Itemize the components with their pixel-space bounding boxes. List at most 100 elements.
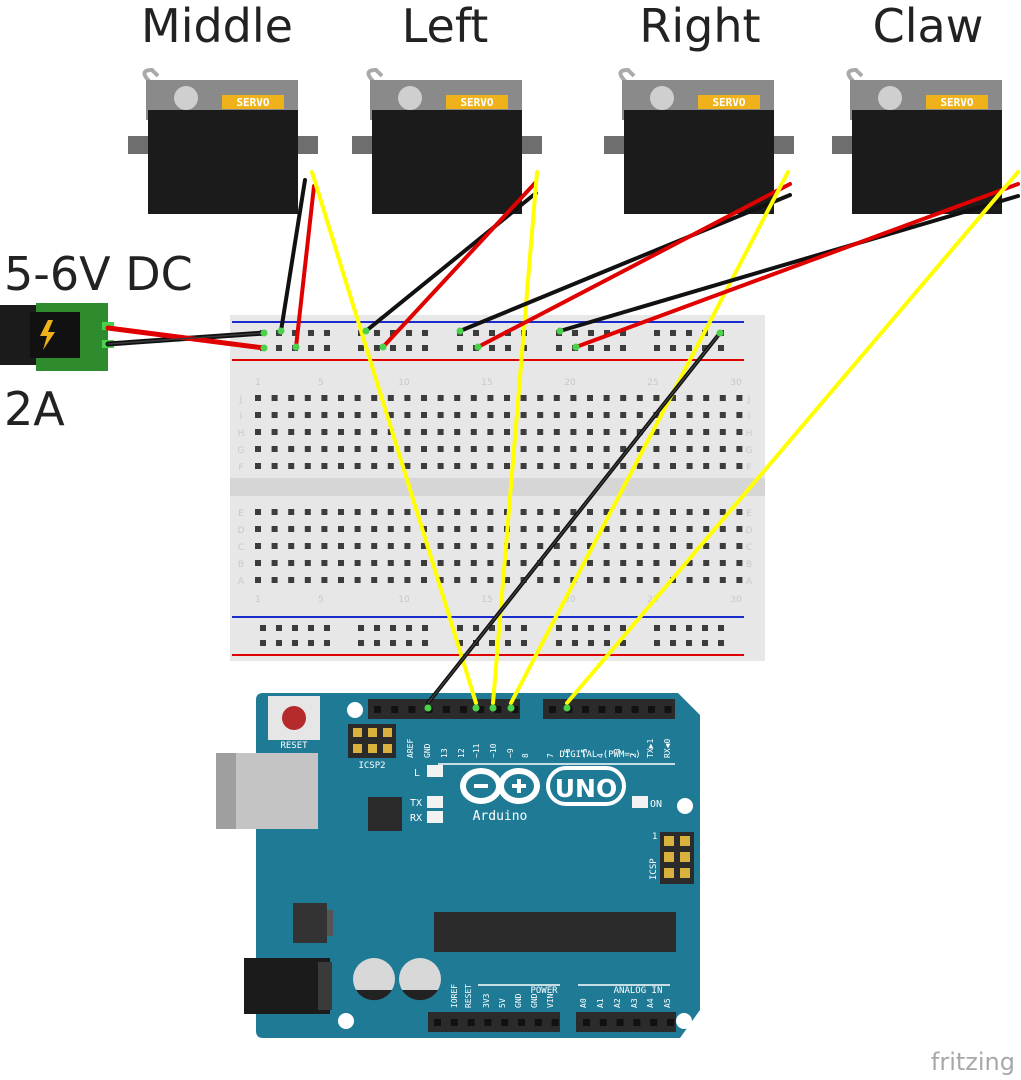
breadboard-hole [487, 526, 494, 532]
breadboard-hole [719, 446, 726, 452]
breadboard-hole [537, 543, 544, 549]
breadboard-hole [603, 543, 610, 549]
breadboard-hole [537, 463, 544, 469]
breadboard-hole [636, 509, 643, 515]
breadboard-hole [603, 429, 610, 435]
breadboard-hole [588, 330, 594, 336]
breadboard-hole [470, 577, 477, 583]
breadboard-hole [387, 395, 394, 401]
breadboard-hole [487, 577, 494, 583]
breadboard-hole [587, 509, 593, 515]
breadboard-hole [553, 560, 560, 566]
breadboard-hole [603, 395, 610, 401]
svg-text:IOREF: IOREF [450, 984, 459, 1008]
breadboard-hole [736, 412, 743, 418]
header-pin [460, 706, 467, 713]
breadboard-hole [288, 577, 295, 583]
breadboard-hole [421, 560, 427, 566]
breadboard-hole [255, 446, 261, 452]
breadboard-hole [271, 526, 278, 532]
breadboard-hole [292, 625, 298, 631]
breadboard-hole [304, 429, 311, 435]
breadboard-hole [470, 395, 477, 401]
breadboard-hole [255, 395, 261, 401]
breadboard-hole [390, 345, 396, 351]
board-model: UNO [555, 774, 617, 803]
breadboard-hole [321, 395, 328, 401]
breadboard-hole [520, 429, 527, 435]
breadboard-hole [308, 640, 314, 646]
breadboard-hole [324, 345, 330, 351]
svg-text:2: 2 [629, 753, 638, 758]
svg-text:7: 7 [546, 753, 555, 758]
breadboard-hole [487, 463, 494, 469]
breadboard-hole [354, 560, 361, 566]
breadboard-hole [271, 429, 278, 435]
breadboard-hole [504, 463, 510, 469]
breadboard-hole [653, 463, 660, 469]
breadboard-hole [636, 526, 643, 532]
arduino-uno: RESET ICSP2 AREF GND 13 12 ~11 ~10 ~9 [216, 693, 700, 1038]
breadboard-hole [537, 412, 544, 418]
breadboard-hole [636, 412, 643, 418]
breadboard-hole [292, 640, 298, 646]
breadboard-hole [421, 395, 427, 401]
breadboard-hole [620, 560, 627, 566]
breadboard-hole [276, 345, 282, 351]
breadboard-hole [719, 526, 726, 532]
breadboard-hole [457, 625, 463, 631]
breadboard-hole [553, 509, 560, 515]
breadboard-row-letters: J I H G F E D C B A J I H G F E D C B A [238, 395, 753, 587]
breadboard-hole [354, 526, 361, 532]
breadboard-hole [338, 463, 344, 469]
breadboard-holes [255, 330, 743, 646]
wire-power-left [381, 180, 538, 349]
reset-button[interactable] [268, 696, 320, 740]
icsp2-header [348, 724, 396, 758]
led-l-label: L [414, 768, 420, 779]
breadboard-hole [620, 509, 627, 515]
svg-text:C: C [746, 543, 752, 553]
breadboard-hole [702, 640, 708, 646]
breadboard-hole [686, 543, 693, 549]
breadboard-hole [620, 446, 627, 452]
breadboard-hole [454, 395, 461, 401]
breadboard-hole [304, 509, 311, 515]
header-pin [549, 706, 556, 713]
breadboard-hole [487, 395, 494, 401]
breadboard-hole [354, 395, 361, 401]
breadboard-hole [505, 625, 511, 631]
servo-label-middle: Middle [141, 0, 293, 53]
breadboard-hole [537, 446, 544, 452]
breadboard-hole [718, 625, 724, 631]
breadboard-hole [321, 526, 328, 532]
breadboard-hole [321, 412, 328, 418]
breadboard-hole [260, 640, 266, 646]
breadboard-hole [653, 526, 660, 532]
breadboard-hole [288, 526, 295, 532]
svg-text:A0: A0 [579, 998, 588, 1008]
led-rx-label: RX [410, 813, 422, 824]
svg-text:AREF: AREF [406, 739, 415, 758]
breadboard-hole [454, 577, 461, 583]
breadboard-hole [421, 543, 427, 549]
usb-chip [368, 797, 402, 831]
breadboard-hole [603, 412, 610, 418]
breadboard-hole [406, 625, 412, 631]
breadboard-hole [587, 395, 593, 401]
breadboard-hole [719, 577, 726, 583]
power-current-label: 2A [4, 382, 65, 436]
breadboard-hole [686, 560, 693, 566]
breadboard-hole [736, 446, 743, 452]
breadboard-hole [338, 560, 344, 566]
breadboard-hole [454, 463, 461, 469]
digital-pin-labels-right: 7 ~6 ~5 4 ~3 2 TX▶1 RX◀0 [546, 739, 672, 758]
breadboard-hole [537, 395, 544, 401]
svg-text:C: C [238, 543, 244, 553]
breadboard-hole [470, 509, 477, 515]
breadboard-hole [604, 640, 610, 646]
breadboard-hole [487, 412, 494, 418]
breadboard-hole [437, 412, 444, 418]
breadboard-hole [255, 543, 261, 549]
wire-signal-right [509, 170, 790, 705]
